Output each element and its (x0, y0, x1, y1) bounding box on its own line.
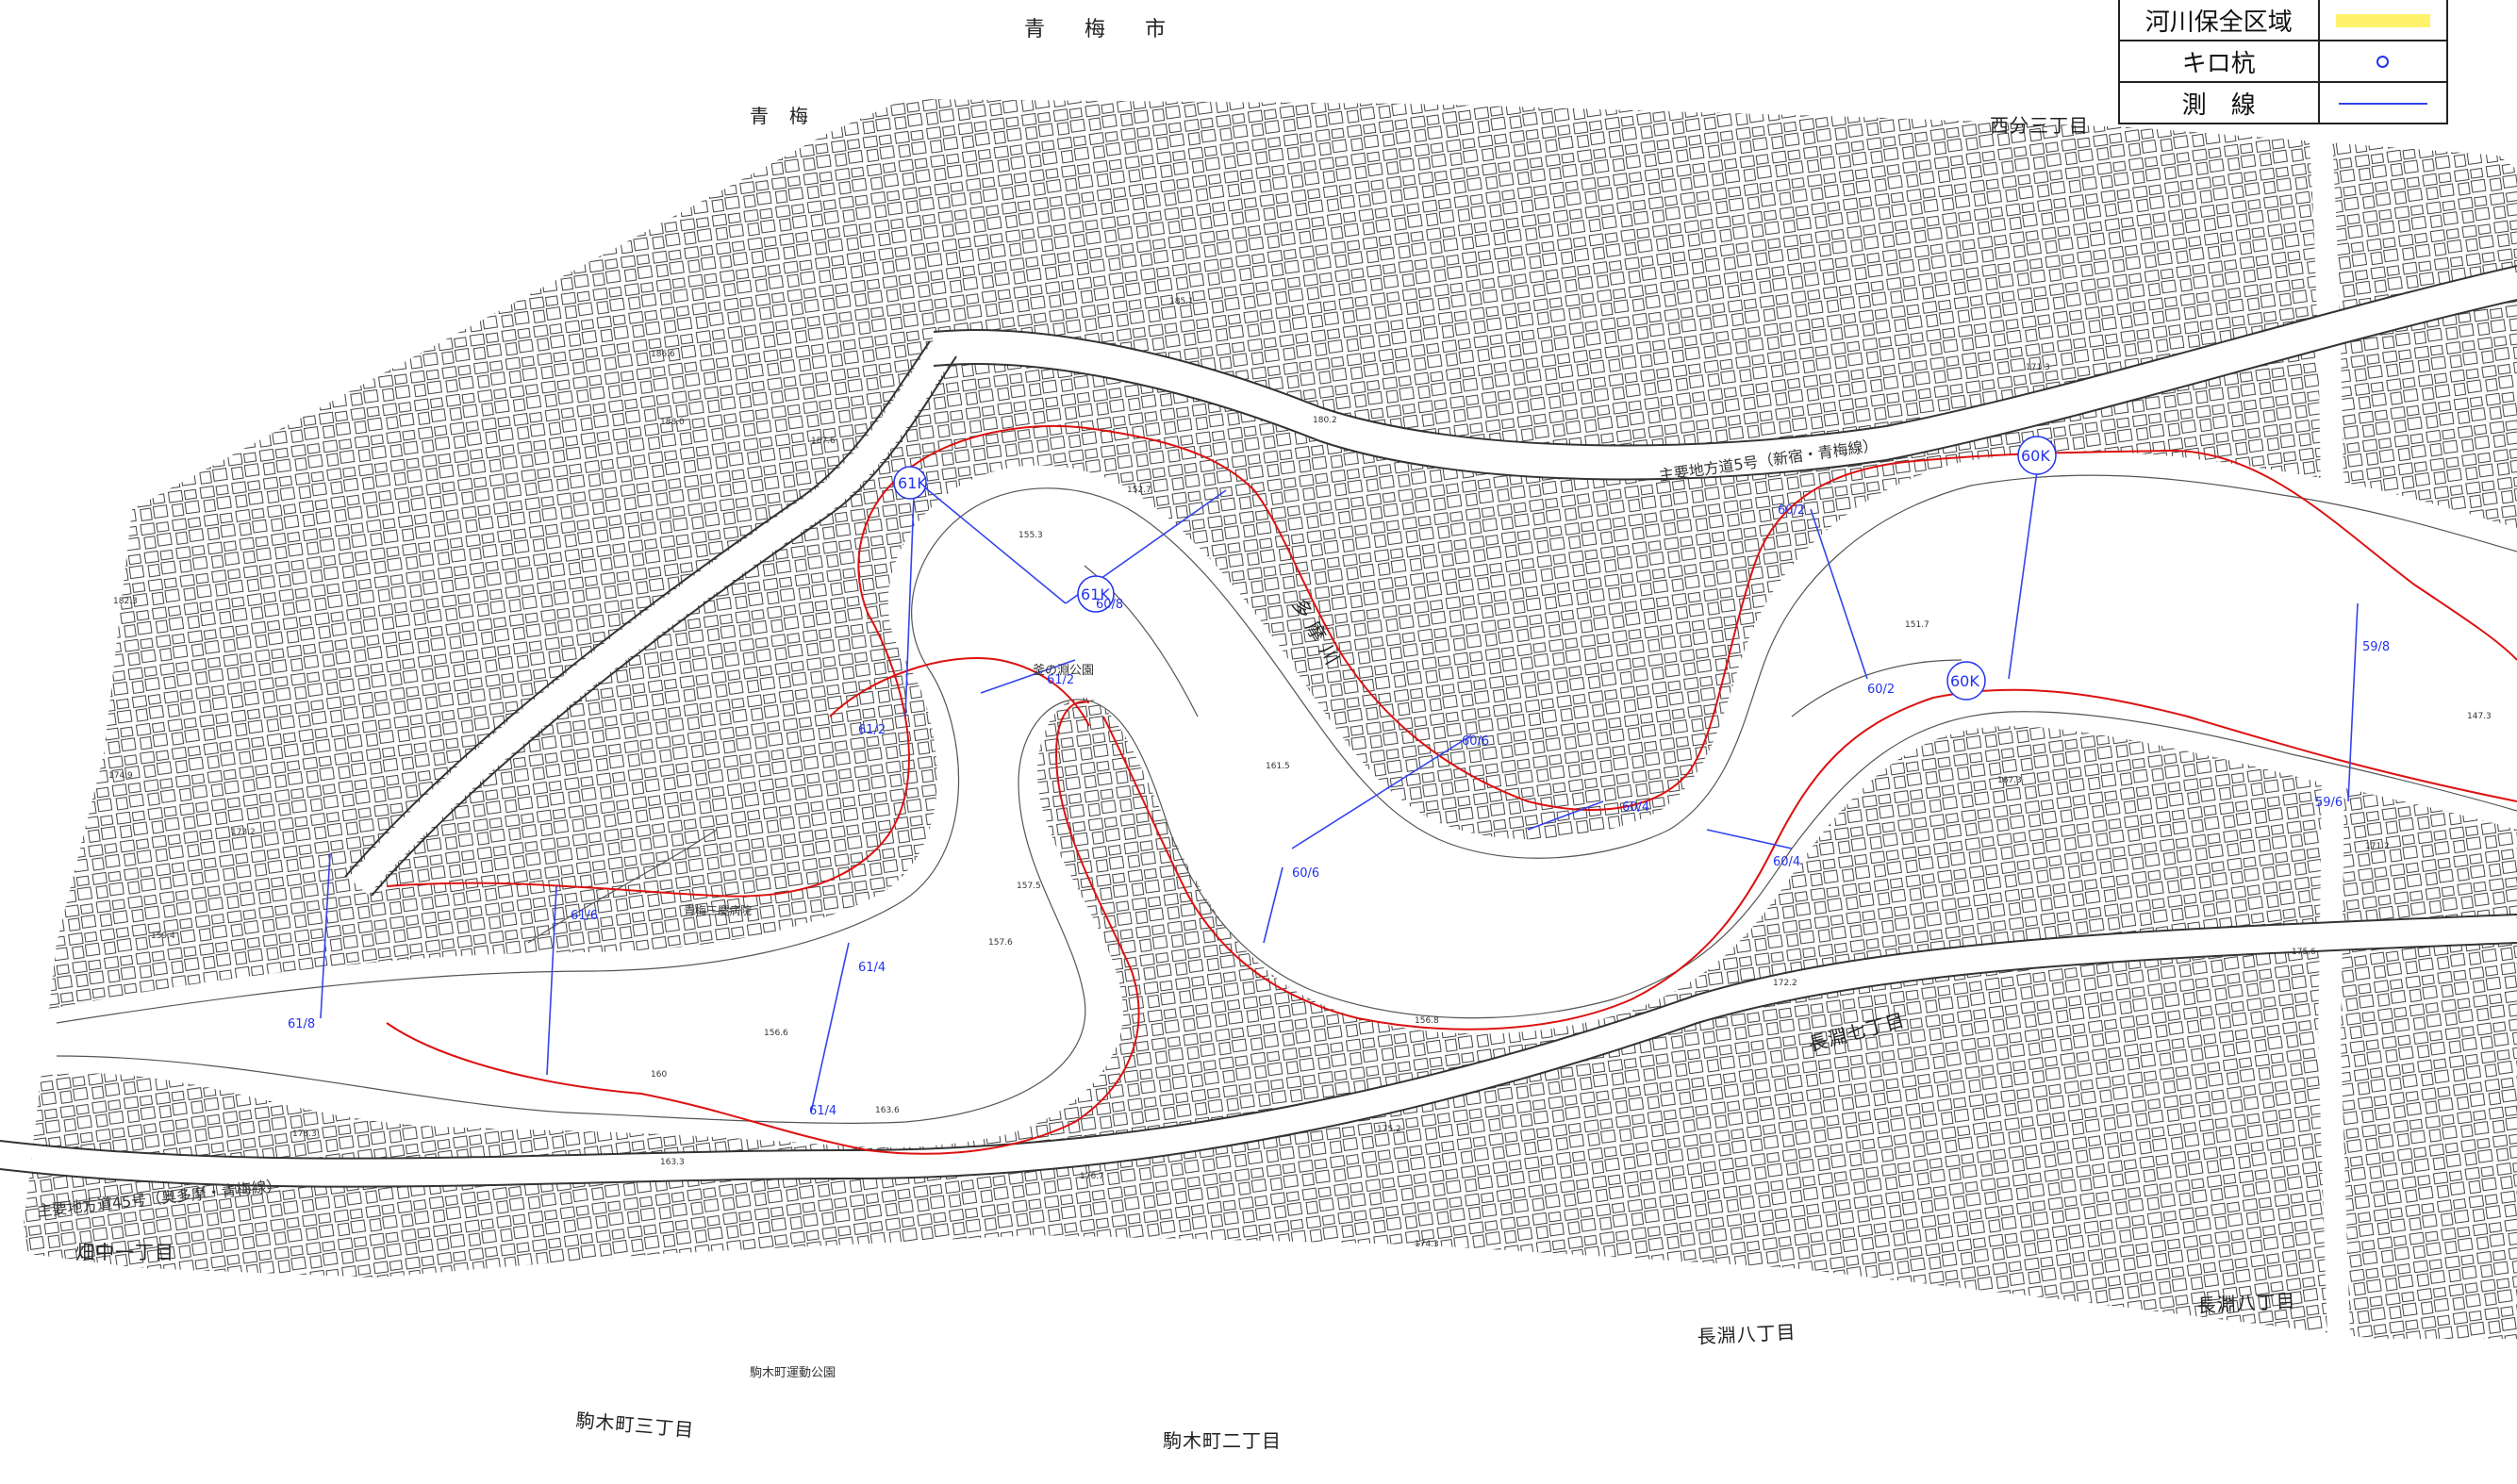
elevation-label: 172.2 (1773, 979, 1797, 988)
elevation-label: 187.6 (811, 437, 836, 446)
elevation-label: 174.9 (108, 771, 133, 781)
place-nagabuchi8a: 長淵八丁目 (1697, 1321, 1797, 1348)
section-label: 61/2 (1047, 673, 1074, 687)
elevation-label: 180.2 (1313, 416, 1337, 425)
place-nagabuchi8b: 長淵八丁目 (2196, 1290, 2296, 1317)
section-labels: 61/8 61/6 61/4 61/4 61/2 61/2 60/8 60/6 … (288, 503, 2390, 1118)
legend-symbol (2317, 40, 2449, 83)
elevation-label: 173.2 (231, 828, 256, 837)
place-ome-city: 青 梅 市 (1024, 18, 1175, 41)
section-label: 60/6 (1292, 866, 1319, 881)
section-label: 60/4 (1773, 855, 1800, 869)
elevation-label: 152.7 (1127, 486, 1151, 495)
kilo-post-label: 60K (1950, 672, 1979, 690)
elevation-label: 156.8 (1415, 1016, 1439, 1026)
elevation-label: 182.3 (113, 597, 138, 606)
elevation-label: 171.2 (2365, 842, 2390, 851)
section-label: 61/2 (858, 723, 886, 737)
elevation-label: 160 (651, 1070, 667, 1080)
section-label: 60/2 (1867, 683, 1895, 697)
legend-label: キロ杭 (2118, 40, 2320, 83)
survey-section-lines (320, 470, 2359, 1113)
section-label: 59/6 (2315, 796, 2343, 810)
place-komagi-park: 駒木町運動公園 (750, 1366, 836, 1380)
elevation-label: 175.2 (1377, 1125, 1401, 1134)
elevation-points: 182.3 174.9 173.2 159.4 178.3 187.6 186.… (108, 297, 2492, 1249)
elevation-label: 163.6 (875, 1106, 900, 1115)
section-label: 61/4 (809, 1104, 836, 1118)
place-hatanaka: 畑中一丁目 (75, 1241, 174, 1263)
kilo-post-ring-icon (2376, 56, 2390, 68)
elevation-label: 176.7 (1080, 1172, 1104, 1181)
place-kamafuchi-park: 釜の淵公園 (1033, 664, 1094, 678)
survey-line-swatch-icon (2338, 102, 2427, 105)
elevation-label: 157.5 (1017, 882, 1041, 891)
kilo-post-label: 61K (1081, 585, 1110, 603)
kilo-post-60k-b-icon (1946, 661, 1986, 701)
legend-row: 測 線 (2118, 81, 2449, 124)
map-legend: 河川保全区域 キロ杭 測 線 (2118, 0, 2449, 124)
elevation-label: 185.1 (1169, 297, 1194, 306)
section-label: 60/4 (1622, 800, 1649, 815)
kilo-post-61k-a-icon (893, 466, 927, 500)
legend-row: キロ杭 (2118, 40, 2449, 83)
elevation-label: 167.3 (1997, 776, 2022, 785)
kilo-post-label: 61K (898, 474, 927, 492)
kilo-post-61k-b-icon (1077, 575, 1115, 613)
section-label: 60/2 (1778, 503, 1805, 518)
elevation-label: 156.6 (764, 1029, 788, 1038)
elevation-label: 175.6 (2292, 948, 2316, 957)
legend-symbol (2317, 81, 2449, 124)
elevation-label: 161.5 (1266, 762, 1290, 771)
elevation-label: 171.3 (2026, 363, 2050, 372)
legend-row: 河川保全区域 (2118, 0, 2449, 41)
kilo-posts: 61K 61K 60K 60K (893, 436, 2057, 701)
elevation-label: 157.6 (988, 938, 1013, 948)
legend-label: 河川保全区域 (2118, 0, 2320, 41)
preservation-zone-swatch-icon (2335, 13, 2430, 27)
elevation-label: 155.3 (1018, 531, 1043, 540)
elevation-label: 159.4 (151, 932, 175, 941)
elevation-label: 147.3 (2467, 712, 2492, 721)
kilo-post-60k-a-icon (2017, 436, 2057, 475)
place-komagi3: 駒木町三丁目 (575, 1409, 696, 1442)
elevation-label: 163.3 (660, 1158, 685, 1167)
place-nishibun: 西分三丁目 (1990, 114, 2089, 137)
section-label: 59/8 (2362, 640, 2390, 654)
elevation-label: 178.3 (292, 1129, 317, 1139)
section-label: 60/8 (1096, 598, 1123, 612)
place-ome-hospital: 青梅三慶病院 (684, 903, 752, 917)
elevation-label: 186.6 (651, 350, 675, 359)
river-contours (56, 474, 2517, 1124)
legend-label: 測 線 (2118, 81, 2320, 124)
kilo-post-label: 60K (2021, 447, 2050, 465)
elevation-label: 174.3 (1415, 1240, 1439, 1249)
section-label: 61/8 (288, 1017, 315, 1031)
section-label: 61/4 (858, 961, 886, 975)
place-ome: 青 梅 (750, 105, 809, 127)
roads (0, 265, 2517, 1188)
section-label: 60/6 (1462, 734, 1489, 749)
elevation-label: 188.0 (660, 418, 685, 427)
place-komagi2: 駒木町二丁目 (1163, 1429, 1282, 1452)
section-label: 61/6 (571, 909, 598, 923)
elevation-label: 151.7 (1905, 620, 1929, 630)
legend-symbol (2317, 0, 2449, 41)
river-boundary (386, 425, 2517, 1155)
